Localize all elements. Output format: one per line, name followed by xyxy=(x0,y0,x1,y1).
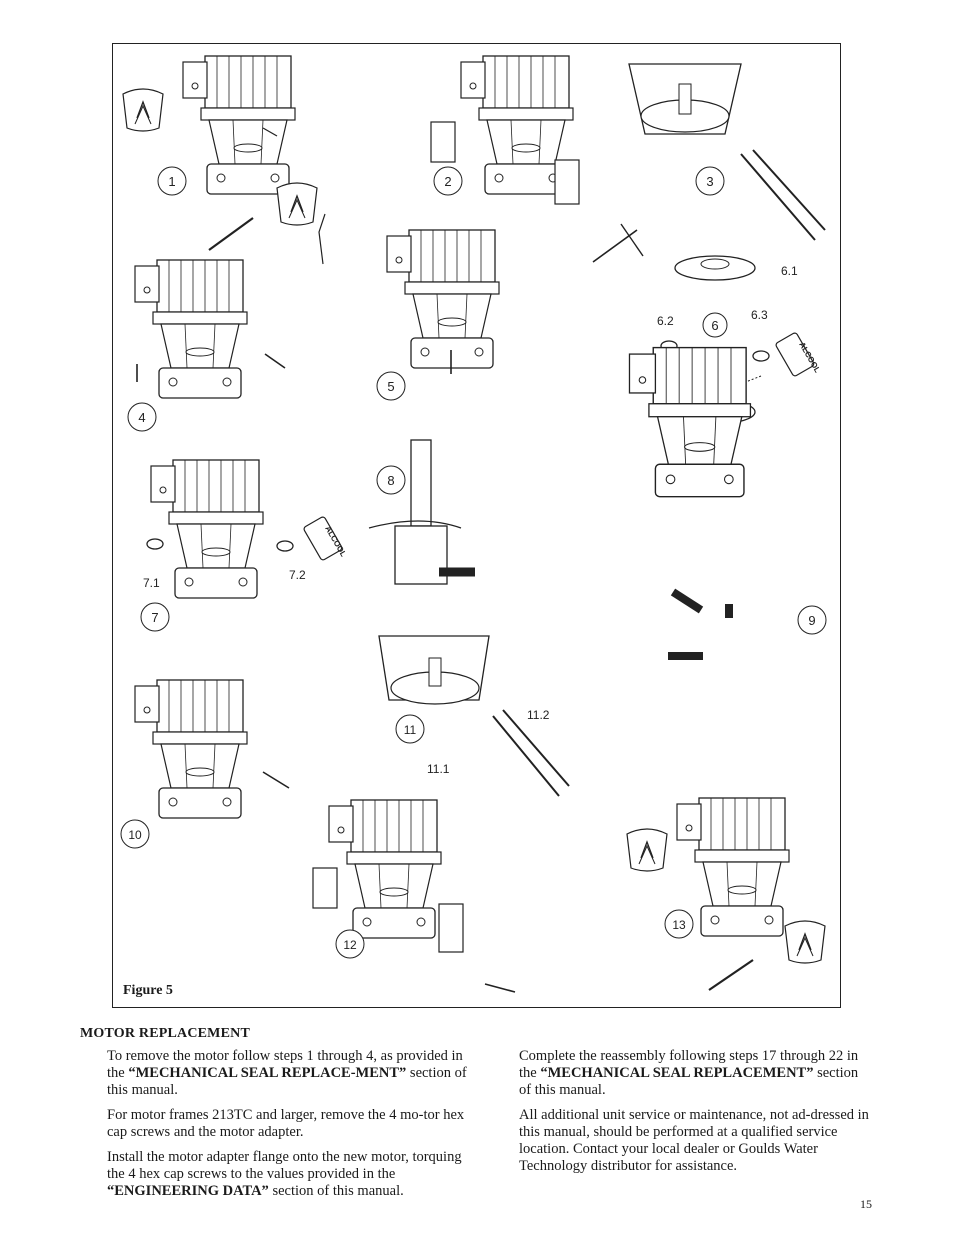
left-paragraph-3: Install the motor adapter flange onto th… xyxy=(107,1149,462,1199)
substep-6-1-label: 6.1 xyxy=(781,264,798,278)
page-number: 15 xyxy=(860,1197,872,1211)
step-3-label: 3 xyxy=(706,174,713,189)
substep-6-3-label: 6.3 xyxy=(751,308,768,322)
left-paragraph-1: To remove the motor follow steps 1 throu… xyxy=(107,1048,467,1098)
figure-5: ALCOOL ALCOOL xyxy=(112,43,841,1008)
assembly-illustration: ALCOOL ALCOOL xyxy=(120,55,827,993)
step-2-label: 2 xyxy=(444,174,451,189)
step-3-marker: 3 xyxy=(695,166,725,196)
right-paragraph-1: Complete the reassembly following steps … xyxy=(519,1048,859,1098)
step-9-label: 9 xyxy=(808,613,815,628)
step-10-label: 10 xyxy=(128,828,142,842)
step-13-label: 13 xyxy=(672,918,686,932)
step-6-label: 6 xyxy=(711,318,718,333)
substep-11-2-label: 11.2 xyxy=(527,708,550,722)
step-12-marker: 12 xyxy=(335,929,365,959)
step-11-label: 11 xyxy=(404,723,417,737)
step-9-marker: 9 xyxy=(797,605,827,635)
step-1-label: 1 xyxy=(168,174,175,189)
substep-7-1-label: 7.1 xyxy=(143,576,160,590)
mechanical-seal-reference-2: “MECHANICAL SEAL REPLACEMENT” xyxy=(540,1065,814,1081)
step-11-marker: 11 xyxy=(395,714,425,744)
section-heading: MOTOR REPLACEMENT xyxy=(80,1026,250,1041)
right-paragraph-2: All additional unit service or maintenan… xyxy=(519,1107,869,1174)
figure-caption: Figure 5 xyxy=(123,983,173,998)
step-5-marker: 5 xyxy=(376,371,406,401)
left-column: To remove the motor follow steps 1 throu… xyxy=(107,1048,467,1208)
step-12-label: 12 xyxy=(343,938,357,952)
step-10-marker: 10 xyxy=(120,819,150,849)
step-1-marker: 1 xyxy=(157,166,187,196)
substep-7-2-label: 7.2 xyxy=(289,568,306,582)
right-column: Complete the reassembly following steps … xyxy=(519,1048,869,1183)
substep-6-2-label: 6.2 xyxy=(657,314,674,328)
left-paragraph-2: For motor frames 213TC and larger, remov… xyxy=(107,1107,465,1140)
step-5-label: 5 xyxy=(387,379,394,394)
step-2-marker: 2 xyxy=(433,166,463,196)
mechanical-seal-reference: “MECHANICAL SEAL REPLACE-MENT” xyxy=(128,1065,407,1081)
step-8-marker: 8 xyxy=(376,465,406,495)
step-6-marker: 6 xyxy=(702,312,728,338)
step-4-marker: 4 xyxy=(127,402,157,432)
step-13-marker: 13 xyxy=(664,909,694,939)
step-7-label: 7 xyxy=(151,610,158,625)
engineering-data-reference: “ENGINEERING DATA” xyxy=(107,1183,269,1199)
substep-11-1-label: 11.1 xyxy=(427,762,450,776)
step-7-marker: 7 xyxy=(140,602,170,632)
step-8-label: 8 xyxy=(387,473,394,488)
step-4-label: 4 xyxy=(138,410,145,425)
